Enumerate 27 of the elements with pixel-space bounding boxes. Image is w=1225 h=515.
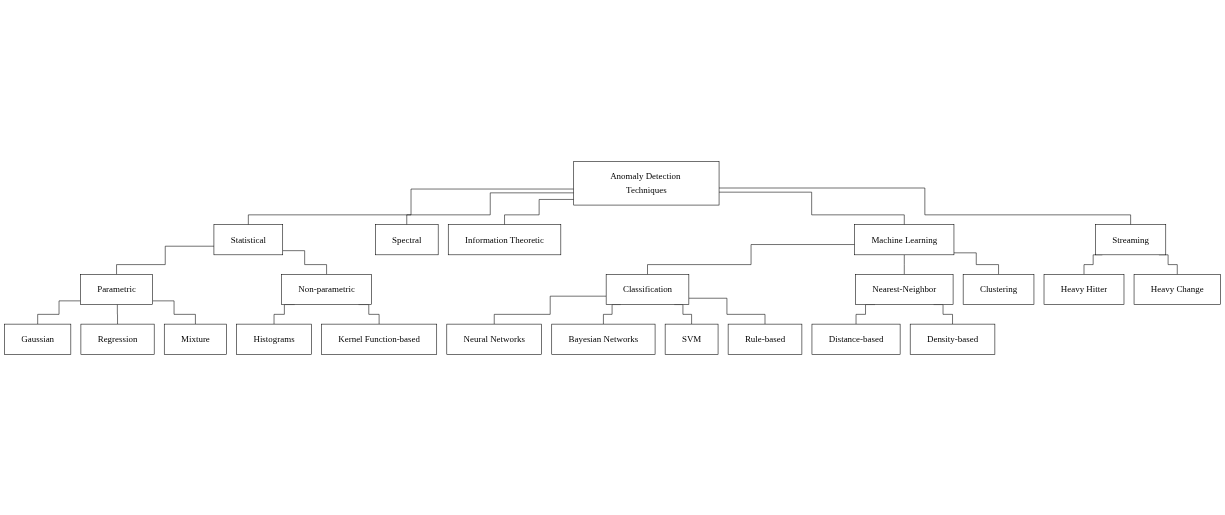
node-box: Bayesian Networks (551, 323, 656, 355)
node-box: Gaussian (4, 323, 72, 355)
node-box: Classification (605, 273, 690, 305)
node-box: Kernel Function-based (321, 323, 437, 355)
connector (248, 188, 574, 225)
node-box: Density-based (909, 323, 996, 355)
node-box: Heavy Hitter (1043, 273, 1125, 305)
node-box: Machine Learning (854, 223, 955, 255)
node-box: Mixture (163, 323, 227, 355)
node-box: Anomaly Detection Techniques (573, 160, 720, 205)
node-box: Clustering (962, 273, 1035, 305)
node-box: Nearest-Neighbor (855, 273, 954, 305)
node-box: Distance-based (811, 323, 901, 355)
node-box: Rule-based (727, 323, 803, 355)
node-box: Histograms (236, 323, 312, 355)
node-box: Heavy Change (1133, 273, 1221, 305)
node-box: Streaming (1095, 223, 1167, 255)
node-box: Non-parametric (281, 273, 372, 305)
node-box: Statistical (213, 223, 283, 255)
connector (504, 198, 574, 225)
node-box: Parametric (80, 273, 153, 305)
connector (406, 192, 574, 225)
node-box: Neural Networks (446, 323, 542, 355)
node-box: Regression (80, 323, 155, 355)
node-box: SVM (664, 323, 719, 355)
node-box: Spectral (375, 223, 439, 255)
node-box: Information Theoretic (447, 223, 562, 255)
